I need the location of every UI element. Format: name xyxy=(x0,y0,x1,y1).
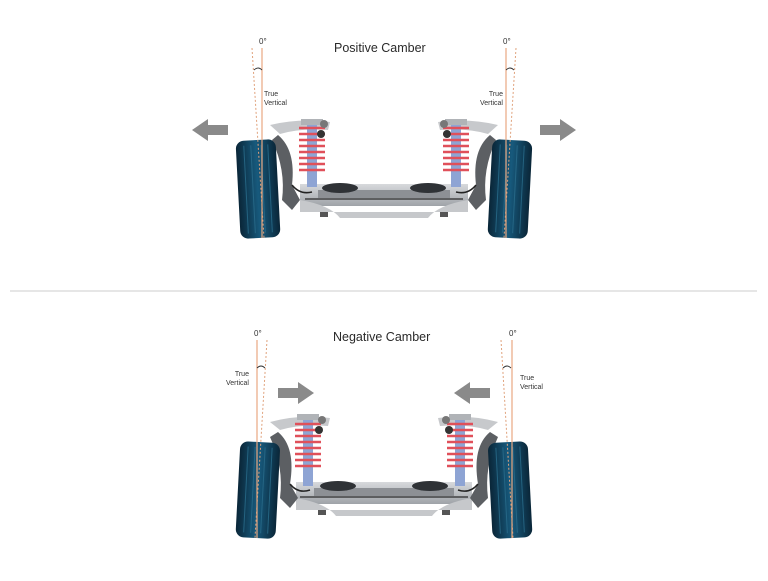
negative-camber-diagram: Negative Camber 0° True Vertical 0° True… xyxy=(0,292,768,581)
diagram-title: Positive Camber xyxy=(334,41,426,55)
true-vertical-label-left: True Vertical xyxy=(264,91,287,107)
crossmember xyxy=(296,481,472,516)
right-tire xyxy=(487,139,533,239)
arrow-left-icon xyxy=(454,382,490,404)
positive-camber-illustration xyxy=(192,47,576,239)
camber-reference-right xyxy=(500,339,514,539)
left-tire xyxy=(235,441,280,539)
true-vertical-label-right: True Vertical xyxy=(480,91,503,107)
negative-camber-illustration xyxy=(235,339,533,539)
true-vertical-label-right: True Vertical xyxy=(520,375,543,391)
right-tire xyxy=(488,441,533,539)
angle-label-left: 0° xyxy=(259,37,267,46)
left-suspension xyxy=(270,119,330,210)
positive-camber-diagram: Positive Camber 0° True Vertical 0° True… xyxy=(0,0,768,290)
right-suspension xyxy=(438,119,498,210)
true-vertical-label-left: True Vertical xyxy=(226,371,249,387)
arrow-right-icon xyxy=(540,119,576,141)
arrow-right-icon xyxy=(278,382,314,404)
arrow-left-icon xyxy=(192,119,228,141)
crossmember xyxy=(300,183,468,218)
diagram-title: Negative Camber xyxy=(333,330,431,344)
camber-reference-left xyxy=(251,47,265,239)
angle-label-left: 0° xyxy=(254,329,262,338)
left-tire xyxy=(235,139,281,239)
angle-label-right: 0° xyxy=(509,329,517,338)
camber-reference-right xyxy=(503,47,517,239)
section-divider xyxy=(10,290,757,292)
angle-label-right: 0° xyxy=(503,37,511,46)
camber-reference-left xyxy=(254,339,268,539)
